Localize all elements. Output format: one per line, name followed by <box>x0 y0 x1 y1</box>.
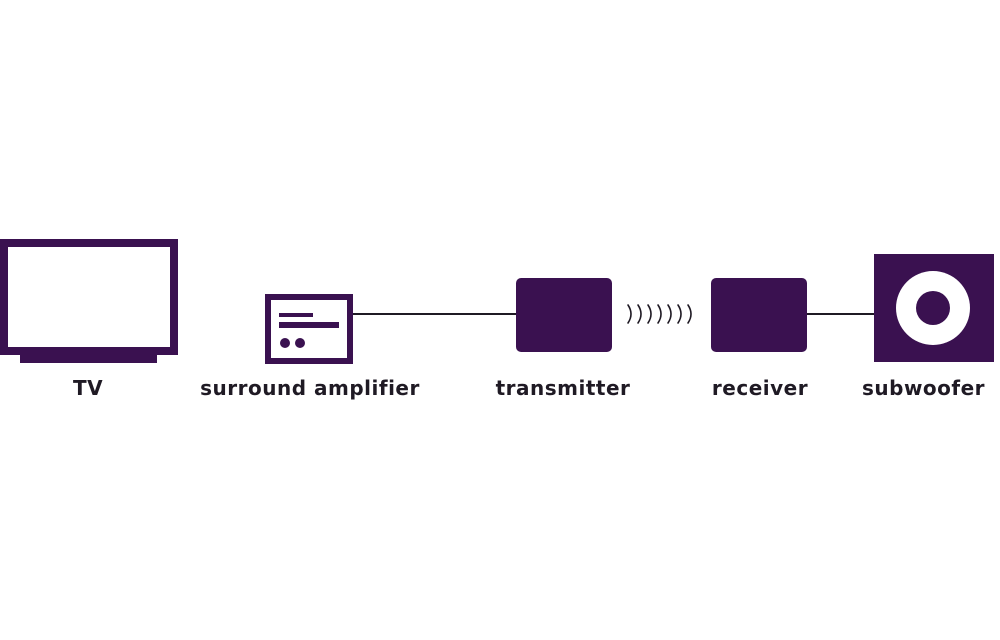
transmitter-icon <box>516 278 612 352</box>
amplifier-label: surround amplifier <box>200 376 420 400</box>
receiver-label: receiver <box>711 376 809 400</box>
receiver-icon <box>711 278 807 352</box>
subwoofer-label: subwoofer <box>862 376 986 400</box>
transmitter-label: transmitter <box>495 376 631 400</box>
tv-label: TV <box>72 376 104 400</box>
amplifier-icon <box>265 294 353 364</box>
wireless-signal-icon <box>627 304 692 324</box>
subwoofer-icon <box>874 254 994 362</box>
tv-icon <box>0 239 178 363</box>
